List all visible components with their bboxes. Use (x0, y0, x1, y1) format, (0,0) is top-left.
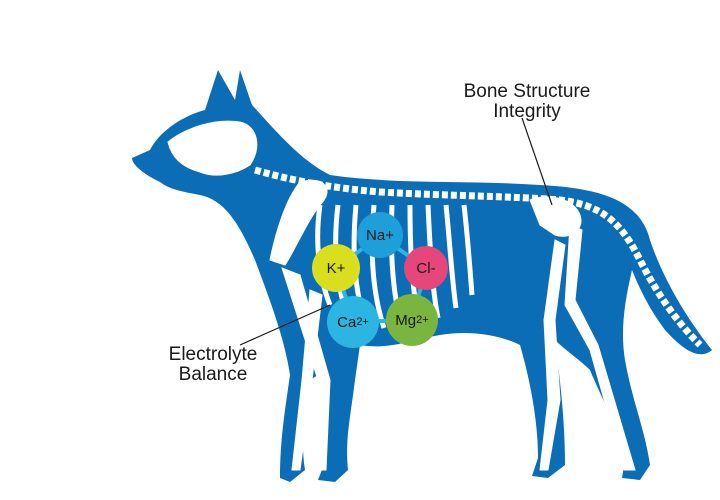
ion-k: K+ (312, 244, 360, 292)
ion-cl-symbol: Cl (416, 259, 431, 277)
bone-structure-label-line1: Bone Structure (463, 81, 591, 102)
bone-structure-label-line2: Integrity (493, 101, 561, 122)
spine (254, 166, 703, 348)
ion-mg-charge: 2+ (416, 314, 429, 326)
bone-leader-line (521, 117, 553, 206)
ion-na-symbol: Na (366, 226, 386, 244)
ion-na: Na+ (357, 212, 403, 258)
bone-structure-label: Bone Structure Integrity (452, 82, 602, 122)
ion-k-symbol: K (326, 259, 337, 277)
ion-cl: Cl- (404, 246, 448, 290)
skeleton (167, 120, 703, 471)
electrolyte-balance-label-line2: Balance (178, 364, 248, 385)
front-leg-bones (281, 267, 331, 471)
ion-cl-charge: - (430, 259, 436, 277)
electrolyte-leader-line (239, 304, 331, 346)
ion-mg-symbol: Mg (395, 311, 417, 329)
pelvis (529, 196, 582, 237)
ion-ca-charge: 2+ (356, 316, 369, 328)
skull (167, 120, 258, 176)
scapula (269, 179, 328, 266)
hind-leg-bones (564, 224, 636, 471)
ion-ca-symbol: Ca (337, 313, 357, 331)
electrolyte-balance-label: Electrolyte Balance (148, 345, 278, 385)
ion-k-charge: + (336, 259, 346, 277)
electrolyte-balance-label-line1: Electrolyte (168, 344, 258, 365)
ion-na-charge: + (385, 226, 394, 244)
